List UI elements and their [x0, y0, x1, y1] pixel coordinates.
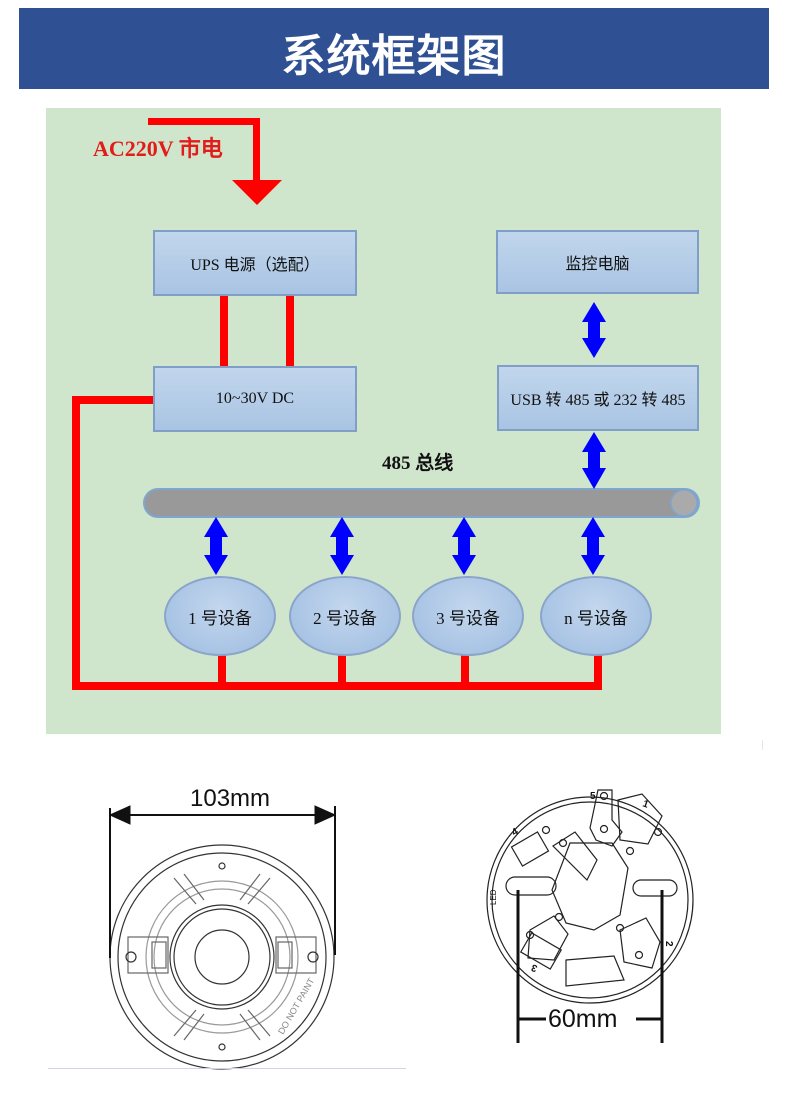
data-arrow-pc-converter [582, 302, 606, 358]
data-arrow-bus-device-3 [452, 517, 476, 575]
detector-width-label: 103mm [190, 785, 271, 812]
ups-power-box: UPS 电源（选配） [153, 230, 357, 296]
detector-drawing [109, 844, 335, 1070]
dc-power-box: 10~30V DC [153, 366, 357, 432]
base-terminal-labels: 5 1 4 2 3 LED [489, 791, 674, 974]
device-3: 3 号设备 [412, 576, 524, 656]
device-label: 3 号设备 [436, 608, 500, 628]
bus-label: 485 总线 [382, 453, 454, 474]
converter-box: USB 转 485 或 232 转 485 [497, 365, 699, 431]
divider [762, 740, 763, 750]
terminal-label-3: 3 [530, 961, 539, 973]
header-banner: 系统框架图 [19, 8, 769, 89]
dc-power-label: 10~30V DC [215, 390, 295, 407]
terminal-label-2: 2 [663, 941, 674, 947]
ups-power-label: UPS 电源（选配） [190, 257, 320, 274]
dimension-60mm [516, 890, 664, 1043]
terminal-label-1: 1 [641, 798, 650, 810]
data-arrow-converter-bus [582, 432, 606, 489]
ac-input-label: AC220V 市电 [93, 136, 223, 161]
monitoring-pc-box: 监控电脑 [496, 230, 699, 294]
monitoring-pc-label: 监控电脑 [565, 256, 630, 273]
device-label: 2 号设备 [313, 608, 377, 628]
data-arrow-bus-device-n [581, 517, 605, 575]
device-label: n 号设备 [564, 608, 628, 628]
dimension-103mm [108, 805, 337, 958]
data-arrow-bus-device-2 [330, 517, 354, 575]
ups-dc-line-right [286, 296, 294, 366]
terminal-label-4: 4 [510, 826, 521, 839]
data-arrow-bus-device-1 [204, 517, 228, 575]
rs485-bus [143, 488, 700, 518]
base-hole-spacing-label: 60mm [548, 1005, 618, 1033]
device-n: n 号设备 [540, 576, 652, 656]
bottom-divider [48, 1068, 406, 1069]
converter-label: USB 转 485 或 232 转 485 [510, 392, 686, 409]
device-2: 2 号设备 [289, 576, 401, 656]
led-label: LED [489, 889, 498, 905]
device-label: 1 号设备 [188, 608, 252, 628]
page-title: 系统框架图 [281, 31, 507, 82]
ac-input-arrow [148, 118, 282, 205]
ups-dc-line-left [220, 296, 228, 366]
detector-do-not-paint-label: DO NOT PAINT [276, 976, 316, 1036]
device-1: 1 号设备 [164, 576, 276, 656]
mounting-base-drawing [486, 789, 694, 1004]
terminal-label-5: 5 [590, 791, 596, 802]
power-distribution-line [72, 396, 602, 690]
